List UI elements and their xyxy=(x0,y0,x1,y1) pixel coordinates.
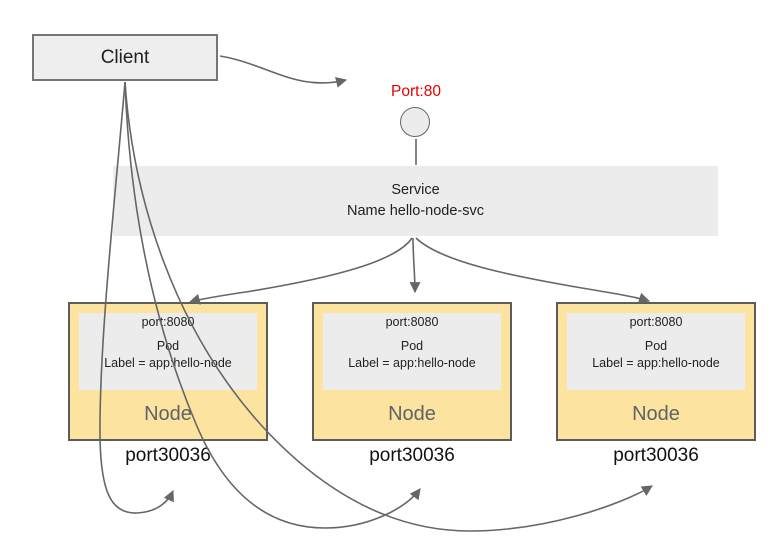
service-port-label: Port:80 xyxy=(391,83,441,100)
arrow-client-to-service-port xyxy=(219,55,348,88)
node-2-pod-label: Label = app:hello-node xyxy=(348,356,476,370)
node-1: port:8080 Pod Label = app:hello-node Nod… xyxy=(68,302,268,467)
arrow-service-to-node-2 xyxy=(409,237,421,294)
node-3-pod-box: port:8080 Pod Label = app:hello-node xyxy=(567,313,745,390)
node-3-pod-port-label: port:8080 xyxy=(629,315,683,329)
node-1-pod-port-label: port:8080 xyxy=(141,315,195,329)
node-3-pod-label: Label = app:hello-node xyxy=(592,356,720,370)
node-3: port:8080 Pod Label = app:hello-node Nod… xyxy=(556,302,756,467)
service-title: Service xyxy=(391,182,440,198)
node-2-pod-box: port:8080 Pod Label = app:hello-node xyxy=(323,313,501,390)
client-box: Client xyxy=(32,34,218,81)
service-port-circle xyxy=(400,107,430,137)
node-2-label: Node xyxy=(388,403,436,425)
service-name: Name hello-node-svc xyxy=(346,203,484,219)
node-2-port-label: port30036 xyxy=(369,445,455,466)
node-2-pod-title: Pod xyxy=(400,339,424,353)
node-3-box: port:8080 Pod Label = app:hello-node Nod… xyxy=(556,302,756,441)
node-1-label: Node xyxy=(144,403,192,425)
node-3-label: Node xyxy=(632,403,680,425)
node-3-port-label: port30036 xyxy=(613,445,699,466)
node-1-pod-title: Pod xyxy=(156,339,180,353)
node-2-pod-port-label: port:8080 xyxy=(385,315,439,329)
node-1-pod-label: Label = app:hello-node xyxy=(104,356,232,370)
arrow-service-to-node-3 xyxy=(415,237,651,304)
service-box: Service Name hello-node-svc xyxy=(113,166,718,236)
node-3-pod-title: Pod xyxy=(644,339,668,353)
client-label: Client xyxy=(100,46,150,68)
node-1-port-label: port30036 xyxy=(125,445,211,466)
node-1-box: port:8080 Pod Label = app:hello-node Nod… xyxy=(68,302,268,441)
node-1-pod-box: port:8080 Pod Label = app:hello-node xyxy=(79,313,257,390)
node-2: port:8080 Pod Label = app:hello-node Nod… xyxy=(312,302,512,467)
node-2-box: port:8080 Pod Label = app:hello-node Nod… xyxy=(312,302,512,441)
arrow-service-to-node-1 xyxy=(188,237,413,305)
